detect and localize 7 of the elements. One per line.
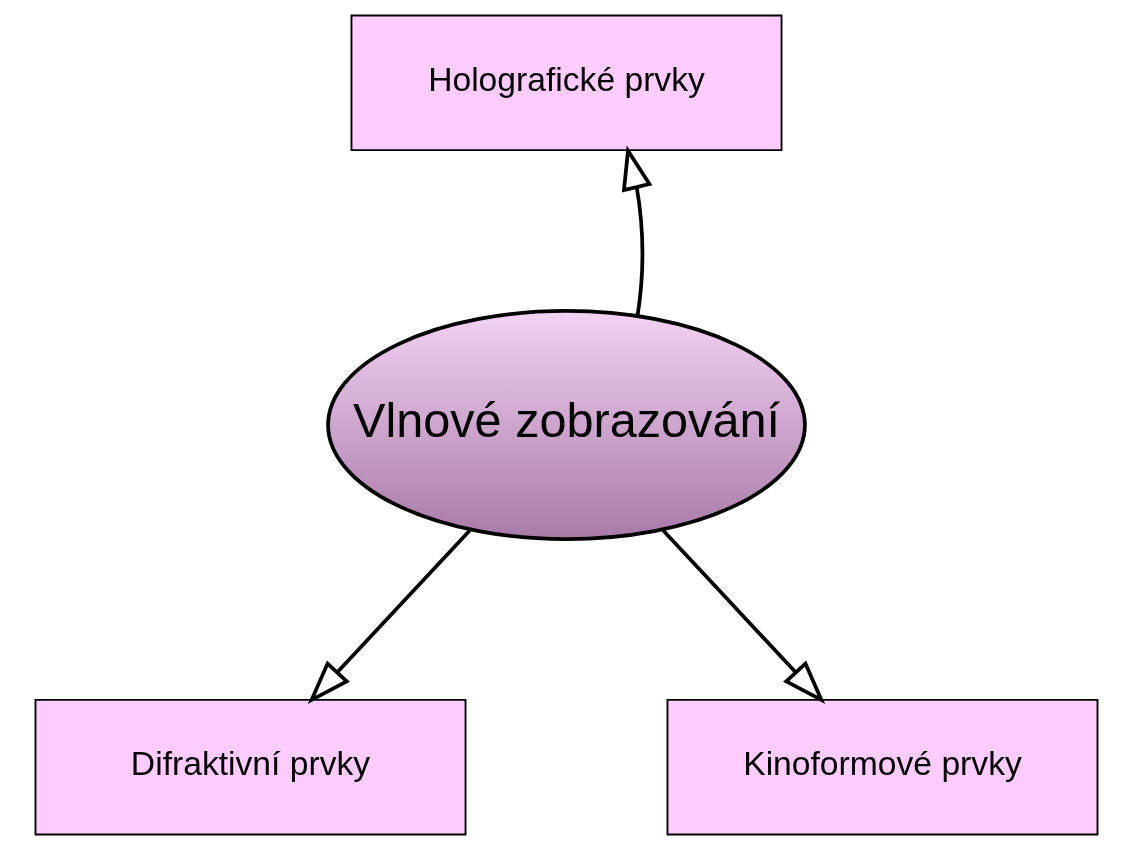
arrow xyxy=(307,528,472,704)
node-box: Difraktivní prvky xyxy=(34,698,467,836)
arrow xyxy=(661,528,826,704)
node-box: Kinoformové prvky xyxy=(666,698,1099,836)
node-box: Holografické prvky xyxy=(350,14,783,152)
arrow xyxy=(621,145,653,317)
node-ellipse: Vlnové zobrazování xyxy=(326,309,807,541)
